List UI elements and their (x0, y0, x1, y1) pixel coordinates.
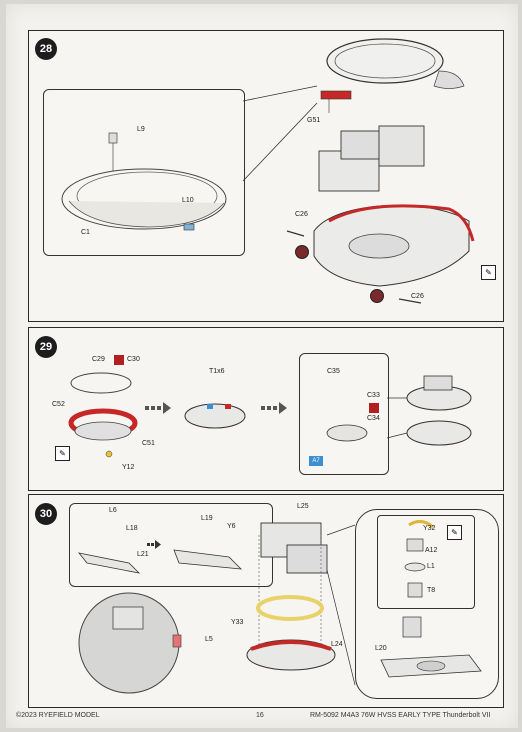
part-label: L6 (109, 507, 117, 514)
copyright-text: ©2023 RYEFIELD MODEL (16, 712, 100, 719)
cement-icon (370, 289, 384, 303)
part-label: Y32 (423, 525, 436, 532)
cement-icon (369, 403, 379, 413)
part-label: Y33 (231, 619, 244, 626)
part-label: C26 (411, 293, 424, 300)
step-29-drawing (68, 372, 472, 458)
part-label: T1x6 (209, 368, 225, 375)
step-29-panel: 29 C29 C30 C52 C51 Y12 ✎ T1x6 C35 C33 (28, 327, 504, 491)
part-label: L18 (126, 525, 138, 532)
part-label: A12 (425, 547, 438, 554)
part-label: L24 (331, 641, 343, 648)
part-label: C35 (327, 368, 340, 375)
part-label: C30 (127, 356, 140, 363)
part-label: Y12 (122, 464, 135, 471)
step-number-badge: 28 (35, 38, 57, 60)
part-label: C29 (92, 356, 105, 363)
pencil-icon: ✎ (447, 525, 462, 540)
cement-icon (295, 245, 309, 259)
part-label: C33 (367, 392, 380, 399)
part-label: C51 (142, 440, 155, 447)
detail-callout (43, 89, 245, 256)
part-label: L10 (182, 197, 194, 204)
part-label: L9 (137, 126, 145, 133)
part-label: L1 (427, 563, 435, 570)
step-number-badge: 29 (35, 336, 57, 358)
part-label: G51 (307, 117, 321, 124)
step-30-panel: 30 L6 L18 L21 L19 Y6 L25 Y32 A1 (28, 494, 504, 708)
part-label: C52 (52, 401, 65, 408)
part-label: T8 (427, 587, 436, 594)
detail-callout (69, 503, 273, 587)
part-label: L25 (297, 503, 309, 510)
part-label: L5 (205, 636, 213, 643)
step-28-panel: 28 L9 L10 C1 G51 C26 C26 ✎ (28, 30, 504, 322)
part-label: L19 (201, 515, 213, 522)
part-label: Y6 (227, 523, 236, 530)
cement-icon (114, 355, 124, 365)
part-label: C1 (81, 229, 90, 236)
page-number: 16 (256, 712, 264, 719)
pencil-icon: ✎ (55, 446, 70, 461)
step-28-drawing (61, 38, 475, 304)
product-title: RM-5092 M4A3 76W HVSS EARLY TYPE Thunder… (310, 712, 491, 719)
part-label: C34 (367, 415, 380, 422)
detail-callout (299, 353, 389, 475)
part-label: C26 (295, 211, 308, 218)
pencil-icon: ✎ (481, 265, 496, 280)
step-number-badge: 30 (35, 503, 57, 525)
step-30-drawing (78, 520, 482, 694)
part-label: L21 (137, 551, 149, 558)
part-label: L20 (375, 645, 387, 652)
reference-tag: A7 (309, 456, 323, 466)
